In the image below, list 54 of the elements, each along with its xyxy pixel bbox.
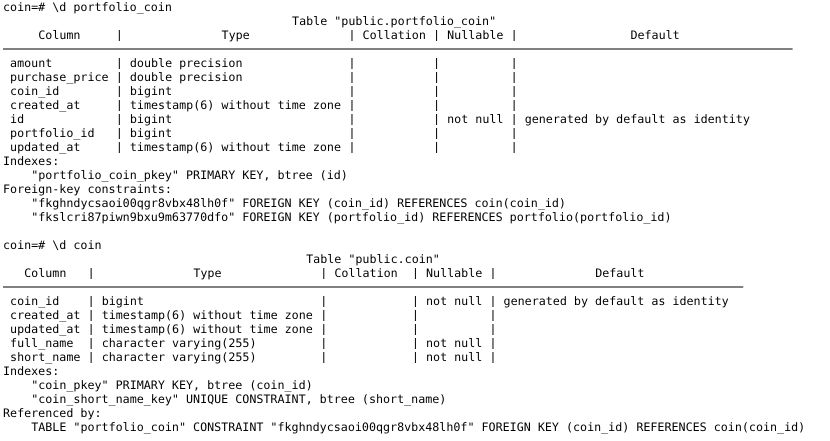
table-cell: double precision — [130, 70, 242, 84]
table-title: Table "public.coin" — [306, 252, 440, 266]
table-cell: created_at — [10, 98, 80, 112]
table-cell: coin_id — [10, 84, 60, 98]
column-header: Type — [193, 266, 222, 280]
constraint-definition: "fkslcri87piwn9bxu9m63770dfo" FOREIGN KEY (portfolio_id) REFERENCES portfolio(portfolio_id) — [31, 210, 672, 224]
table-cell: short_name — [10, 350, 80, 364]
table-cell: not null — [426, 336, 482, 350]
table-cell: not null — [447, 112, 504, 126]
table-cell: character varying(255) — [102, 336, 256, 350]
command-prompt: coin=# \d coin — [3, 238, 102, 252]
table-cell: timestamp(6) without time zone — [102, 322, 313, 336]
table-cell: timestamp(6) without time zone — [130, 140, 341, 154]
column-header: Collation — [362, 28, 426, 42]
table-cell: timestamp(6) without time zone — [130, 98, 341, 112]
table-cell: purchase_price — [10, 70, 109, 84]
command-prompt: coin=# \d portfolio_coin — [3, 0, 172, 14]
table-cell: character varying(255) — [102, 350, 256, 364]
index-definition: "coin_pkey" PRIMARY KEY, btree (coin_id) — [31, 378, 313, 392]
section-heading: Indexes: — [3, 154, 60, 168]
table-cell: bigint — [130, 126, 172, 140]
constraint-definition: TABLE "portfolio_coin" CONSTRAINT "fkghndycsaoi00qgr8vbx48lh0f" FOREIGN KEY (coin_id) REFERENCES coin(coin_id) — [31, 420, 806, 434]
constraint-definition: "fkghndycsaoi00qgr8vbx48lh0f" FOREIGN KEY (coin_id) REFERENCES coin(coin_id) — [31, 196, 566, 210]
table-cell: created_at — [10, 308, 80, 322]
index-definition: "portfolio_coin_pkey" PRIMARY KEY, btree (id) — [31, 168, 348, 182]
table-cell: timestamp(6) without time zone — [102, 308, 313, 322]
section-heading: Foreign-key constraints: — [3, 182, 172, 196]
table-cell: bigint — [102, 294, 144, 308]
column-header: Type — [222, 28, 250, 42]
table-cell: updated_at — [10, 140, 80, 154]
table-cell: amount — [10, 56, 52, 70]
table-cell: bigint — [130, 112, 172, 126]
column-header: Default — [595, 266, 644, 280]
table-cell: portfolio_id — [10, 126, 94, 140]
index-definition: "coin_short_name_key" UNIQUE CONSTRAINT, btree (short_name) — [31, 392, 446, 406]
table-cell: not null — [426, 294, 482, 308]
column-header: Collation — [334, 266, 398, 280]
table-cell: coin_id — [10, 294, 60, 308]
section-heading: Indexes: — [3, 364, 60, 378]
table-cell: double precision — [130, 56, 242, 70]
table-cell: not null — [426, 350, 482, 364]
column-header: Default — [630, 28, 680, 42]
section-heading: Referenced by: — [3, 406, 102, 420]
table-title: Table "public.portfolio_coin" — [292, 14, 496, 28]
table-cell: generated by default as identity — [504, 294, 729, 308]
column-header: Nullable — [426, 266, 482, 280]
table-cell: id — [10, 112, 24, 126]
column-header: Nullable — [447, 28, 504, 42]
column-header: Column — [24, 266, 66, 280]
column-header: Column — [38, 28, 80, 42]
table-cell: updated_at — [10, 322, 80, 336]
table-cell: full_name — [10, 336, 74, 350]
table-cell: bigint — [130, 84, 172, 98]
table-cell: generated by default as identity — [524, 112, 750, 126]
